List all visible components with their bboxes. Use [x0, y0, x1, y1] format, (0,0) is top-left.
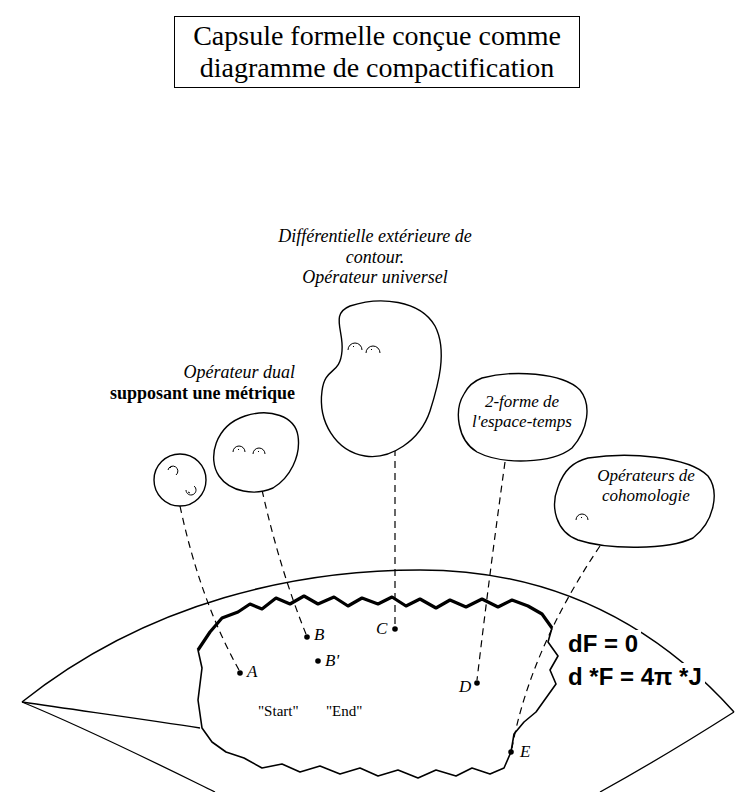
point-dot: [392, 626, 398, 632]
callout-text-box: Opérateurs de cohomologie: [586, 466, 706, 505]
callout-text-box: Opérateur dualsupposant une métrique: [95, 362, 295, 403]
leader-line: [477, 462, 505, 680]
leader-line: [180, 506, 239, 670]
point-label: D: [459, 677, 471, 697]
equation: d *F = 4π *J: [565, 663, 705, 691]
callout-text-box: 2-forme de l'espace-temps: [462, 392, 582, 431]
title-text: Capsule formelle conçue comme diagramme …: [174, 16, 580, 88]
callout-text-box: Différentielle extérieure de contour.Opé…: [275, 226, 475, 288]
sheet-fold: [22, 702, 215, 792]
point-label: B': [325, 651, 339, 671]
callout-text: Différentielle extérieure de contour.: [275, 226, 475, 267]
bubble-shape: [458, 374, 587, 461]
bubble-shape: [214, 413, 299, 492]
point-dots: [237, 626, 514, 755]
region-outline: [198, 596, 558, 778]
callout-text: Opérateurs de cohomologie: [586, 466, 706, 505]
point-dot: [237, 670, 243, 676]
end-label: "End": [326, 703, 362, 720]
point-dot: [474, 680, 480, 686]
point-label: C: [376, 619, 387, 639]
region-thick-border: [198, 596, 552, 650]
callout-bubble: Opérateur dualsupposant une métrique: [95, 366, 305, 494]
sheet-fold: [22, 702, 200, 728]
callout-text: Opérateur universel: [275, 267, 475, 288]
point-label: E: [520, 742, 530, 762]
leader-line: [262, 490, 306, 634]
small-circle: [154, 454, 206, 506]
doodle: [348, 343, 380, 353]
point-dot: [304, 634, 310, 640]
leader-lines: [180, 449, 600, 748]
sheet-fold: [600, 712, 734, 792]
callout-text: Opérateur dual: [95, 362, 295, 383]
leader-line: [394, 449, 395, 626]
point-dot: [508, 749, 514, 755]
callout-bubble: Opérateurs de cohomologie: [548, 452, 718, 550]
bubble-shape: [321, 301, 441, 457]
equation: dF = 0: [565, 630, 641, 658]
doodle: [233, 446, 265, 454]
point-label: B: [314, 625, 324, 645]
doodle: [168, 466, 196, 495]
callout-text: supposant une métrique: [95, 383, 295, 404]
callout-bubble: Différentielle extérieure de contour.Opé…: [270, 226, 480, 464]
callout-bubble: 2-forme de l'espace-temps: [452, 370, 592, 465]
point-dot: [315, 658, 321, 664]
start-label: "Start": [258, 703, 299, 720]
bubble-shape: [555, 455, 714, 547]
point-label: A: [247, 662, 257, 682]
callout-text: 2-forme de l'espace-temps: [462, 392, 582, 431]
doodle: [576, 514, 588, 520]
